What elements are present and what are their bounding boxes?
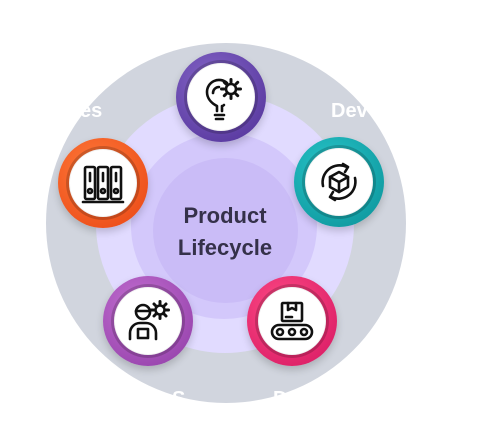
center-title-line1: Product <box>183 203 267 228</box>
segment-label-bottom-right: D <box>273 388 288 410</box>
filing-binders-icon <box>81 165 125 204</box>
center-title: Product Lifecycle <box>133 200 317 264</box>
node-development <box>294 137 384 227</box>
node-distribution <box>247 276 337 366</box>
lightbulb-gear-icon <box>205 78 242 121</box>
cube-cycle-icon <box>321 162 357 202</box>
node-binders-plate <box>69 149 137 217</box>
segment-label-bottom-left: S <box>172 388 186 410</box>
segment-label-top-right: Dev <box>331 100 368 122</box>
center-title-line2: Lifecycle <box>177 235 273 260</box>
segment-label-top-left: es <box>80 100 103 122</box>
node-ideation <box>176 52 266 142</box>
worker-gear-icon <box>128 300 170 341</box>
conveyor-box-icon <box>270 301 314 341</box>
node-binders <box>58 138 148 228</box>
node-service-plate <box>114 287 182 355</box>
node-service <box>103 276 193 366</box>
